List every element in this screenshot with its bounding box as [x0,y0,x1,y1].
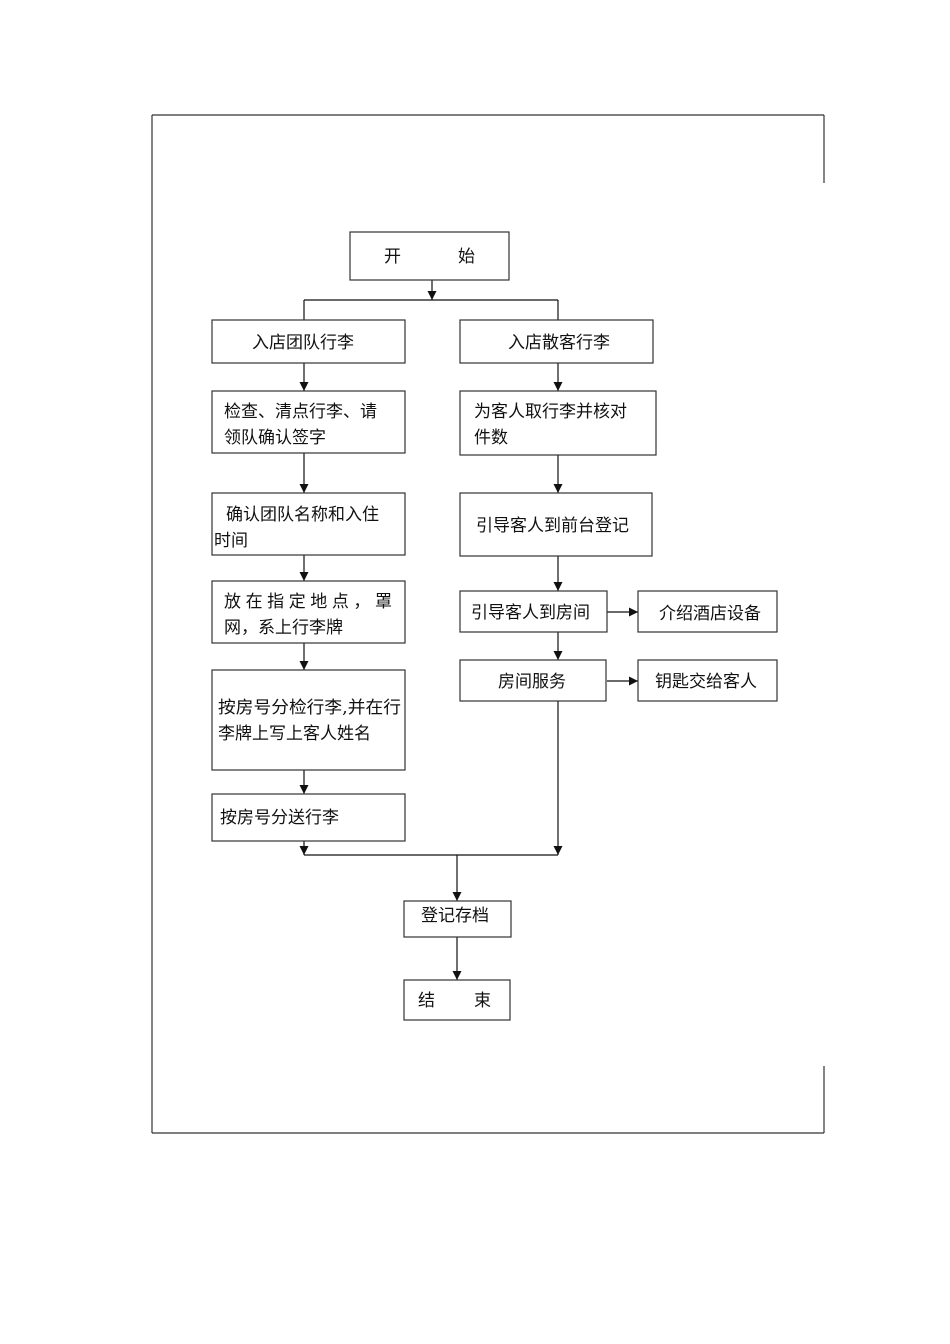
node-group-luggage [211,319,406,364]
place-tag-label-2: 网，系上行李牌 [224,618,343,638]
node-hand-key [637,659,778,702]
start-label-1: 开 [384,247,401,267]
check-count-label-1: 检查、清点行李、请 [224,402,377,422]
check-count-label-2: 领队确认签字 [224,428,326,448]
confirm-group-label-1: 确认团队名称和入住 [226,505,379,525]
node-deliver-by-room [211,793,406,842]
node-end [403,979,511,1021]
sort-by-room-label-1: 按房号分检行李,并在行 [218,698,401,718]
node-start [349,231,510,281]
sort-by-room-label-2: 李牌上写上客人姓名 [218,724,371,744]
confirm-group-label-2: 时间 [214,531,248,551]
guide-front-desk-label: 引导客人到前台登记 [476,516,629,536]
register-archive-label: 登记存档 [421,906,489,926]
guide-to-room-label: 引导客人到房间 [471,603,590,623]
group-luggage-label: 入店团队行李 [252,333,354,353]
node-sort-by-room [211,669,406,771]
node-confirm-group [211,492,406,556]
end-label-2: 束 [474,991,491,1011]
end-label-1: 结 [418,991,435,1011]
node-individual-luggage [459,319,654,364]
node-guide-to-room [459,590,608,633]
fetch-luggage-label-1: 为客人取行李并核对 [474,402,627,422]
node-place-tag [211,580,406,644]
node-labels: 开 始 入店团队行李 入店散客行李 检查、清点行李、请 领队确认签字 确认团队名… [214,247,761,1011]
individual-luggage-label: 入店散客行李 [508,333,610,353]
page-frame [151,114,825,1134]
fetch-luggage-label-2: 件数 [474,428,508,448]
node-room-service [459,659,607,702]
hand-key-label: 钥匙交给客人 [655,672,757,692]
node-guide-front-desk [459,492,653,557]
node-introduce-facilities [637,590,778,633]
node-fetch-luggage [459,390,657,456]
nodes [211,231,778,1021]
node-register-archive [403,900,512,938]
start-label-2: 始 [458,247,475,267]
room-service-label: 房间服务 [498,672,566,692]
node-check-count [211,390,406,454]
deliver-by-room-label: 按房号分送行李 [220,808,339,828]
connectors [299,280,638,980]
introduce-facilities-label: 介绍酒店设备 [659,604,761,624]
